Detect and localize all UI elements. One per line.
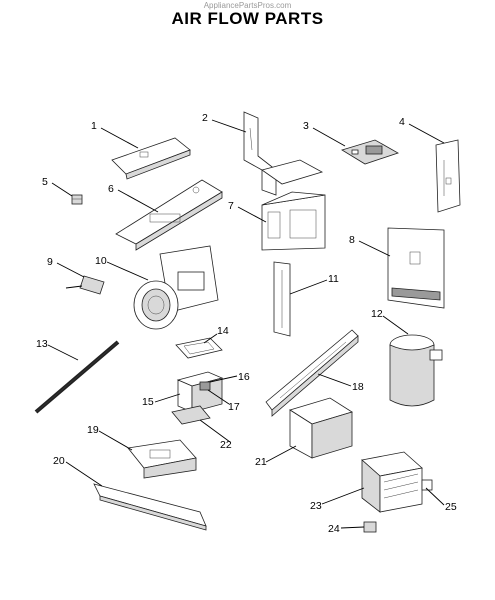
part-1-duct-cover[interactable] (111, 137, 191, 180)
part-18-rail[interactable] (265, 329, 359, 417)
part-20-long-bracket[interactable] (93, 483, 207, 531)
callout-labels: 1 2 3 4 5 6 7 8 9 10 11 12 13 14 15 16 1… (36, 112, 457, 535)
leader-lines (47, 119, 445, 529)
page-title: AIR FLOW PARTS (171, 9, 324, 28)
part-10-blower-motor[interactable] (133, 245, 219, 330)
part-7-vent-plate[interactable] (261, 191, 326, 251)
callout-12: 12 (371, 308, 383, 320)
callout-23: 23 (310, 500, 322, 512)
callout-18: 18 (352, 381, 364, 393)
part-3-control-board[interactable] (341, 139, 399, 165)
part-22-filter-pad[interactable] (171, 405, 211, 425)
callout-21: 21 (255, 456, 267, 468)
part-2-bracket[interactable] (243, 111, 324, 196)
callout-4: 4 (399, 116, 405, 128)
callout-3: 3 (303, 120, 309, 132)
callout-13: 13 (36, 338, 48, 350)
part-23-magnetron[interactable] (361, 451, 433, 513)
watermark: AppliancePartsPros.com (203, 1, 292, 10)
callout-16: 16 (238, 371, 250, 383)
callout-25: 25 (445, 501, 457, 513)
part-8-rear-panel[interactable] (387, 227, 445, 309)
part-5-clip[interactable] (71, 194, 83, 205)
part-19-mounting-block[interactable] (127, 439, 197, 479)
callout-5: 5 (42, 176, 48, 188)
callout-19: 19 (87, 424, 99, 436)
callout-8: 8 (349, 234, 355, 246)
part-14-filter-frame[interactable] (175, 337, 223, 359)
callout-24: 24 (328, 523, 340, 535)
callout-10: 10 (95, 255, 107, 267)
callout-22: 22 (220, 439, 232, 451)
callout-1: 1 (91, 120, 97, 132)
part-21-box-bracket[interactable] (289, 397, 353, 459)
part-24-connector[interactable] (363, 521, 377, 533)
part-15-damper-box[interactable] (176, 371, 224, 413)
callout-6: 6 (108, 183, 114, 195)
part-13-rod[interactable] (34, 340, 120, 414)
callout-9: 9 (47, 256, 53, 268)
callout-20: 20 (53, 455, 65, 467)
part-9-thermal-switch[interactable] (65, 275, 105, 295)
callout-14: 14 (217, 325, 229, 337)
callout-15: 15 (142, 396, 154, 408)
part-4-side-panel[interactable] (435, 139, 461, 213)
part-6-duct-tray[interactable] (115, 179, 223, 251)
part-12-fan-motor[interactable] (389, 334, 443, 407)
callout-11: 11 (328, 273, 339, 285)
callout-17: 17 (228, 401, 240, 413)
part-11-bracket-strip[interactable] (273, 261, 291, 337)
callout-7: 7 (228, 200, 234, 212)
callout-2: 2 (202, 112, 208, 124)
